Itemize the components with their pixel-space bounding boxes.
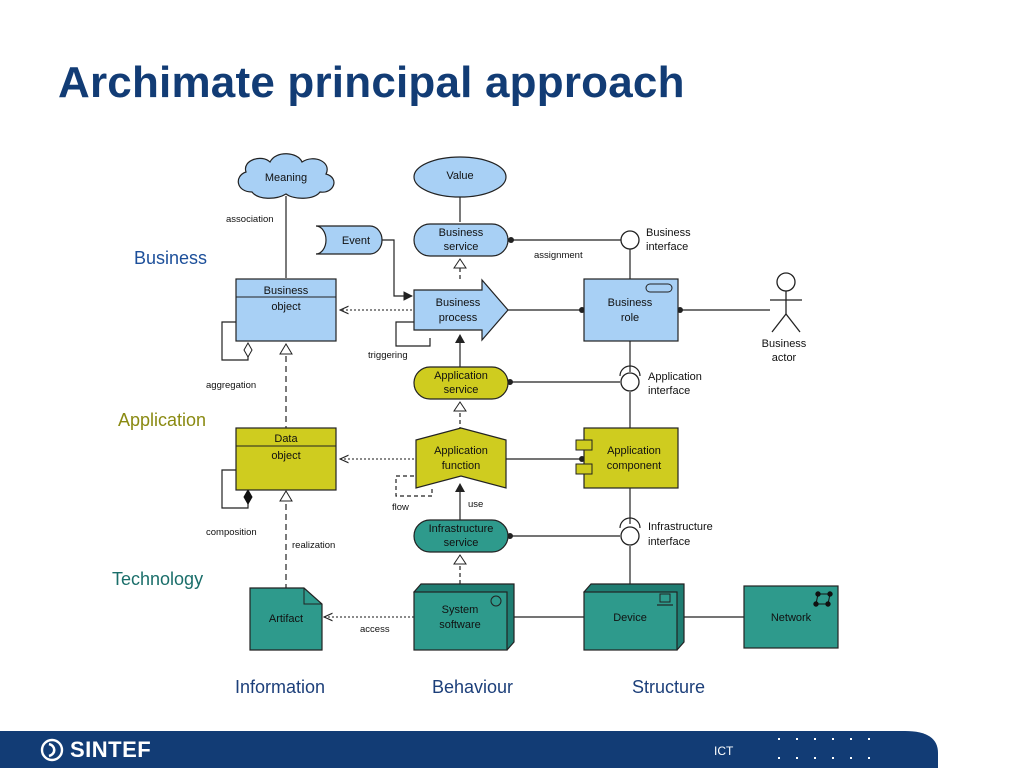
business-service-node: Business service [413,223,509,257]
data-object-label-1: Data [274,433,298,445]
system-software-label-1: System [442,604,479,616]
meaning-node: Meaning [237,153,335,199]
column-label-information: Information [235,677,325,697]
business-process-node: Business process [413,278,509,342]
business-service-label-2: service [444,241,479,253]
application-component-label-2: component [607,460,661,472]
association-label: association [226,214,274,225]
system-software-label-2: software [439,619,481,631]
business-actor-icon [770,272,802,333]
infrastructure-service-node: Infrastructure service [413,519,509,553]
data-object-label-2: object [271,450,300,462]
business-role-node: Business role [583,278,679,342]
business-interface-label-2: interface [646,241,688,253]
network-label: Network [771,612,812,624]
layer-label-technology: Technology [112,569,203,589]
event-node: Event [315,225,383,255]
application-function-node: Application function [415,427,507,489]
meaning-label: Meaning [265,172,307,184]
use-arrowhead-2 [455,483,465,492]
value-node: Value [413,156,507,198]
application-service-node: Application service [413,366,509,400]
role-icon [645,283,673,293]
application-interface-icon [620,372,640,392]
data-object-node: Data object [235,427,337,491]
infrastructure-service-label-1: Infrastructure [429,523,494,535]
realization-arrowhead-3 [453,401,467,412]
assignment-dot [508,237,514,243]
realization-arrowhead-4 [279,490,293,502]
business-interface-label-1: Business [646,227,691,239]
infra-interface-socket [619,517,641,529]
triggering-loop [395,321,431,347]
business-service-label-1: Business [439,227,484,239]
footer-bar [0,731,938,768]
value-label: Value [446,170,473,182]
device-label: Device [613,612,647,624]
business-object-node: Business object [235,278,337,342]
aggregation-label: aggregation [206,380,256,391]
business-object-label-2: object [271,301,300,313]
application-component-node: Application component [575,427,679,489]
use-label: use [468,499,483,510]
component-tab-icon [575,463,593,475]
business-interface-icon [620,230,640,250]
realization-arrowhead-5 [453,554,467,565]
artifact-node: Artifact [249,587,323,651]
device-icon [657,593,673,606]
column-label-structure: Structure [632,677,705,697]
sintef-logo-text: SINTEF [70,737,152,762]
application-interface-label-2: interface [648,385,690,397]
access-label: access [360,624,390,635]
application-function-label-1: Application [434,445,488,457]
infrastructure-interface-icon [620,526,640,546]
business-role-label-1: Business [608,297,653,309]
app-interface-socket [619,365,641,377]
sintef-logo-icon [40,738,64,762]
event-label: Event [342,235,370,247]
composition-diamond [243,488,253,506]
infrastructure-service-label-2: service [444,537,479,549]
flow-loop [395,475,433,497]
realization-label: realization [292,540,335,551]
application-service-label-2: service [444,384,479,396]
network-icon [813,591,833,607]
footer-dots [778,738,870,759]
business-role-label-2: role [621,312,639,324]
application-function-label-2: function [442,460,481,472]
application-service-label-1: Application [434,370,488,382]
flow-label: flow [392,502,409,513]
assignment-label: assignment [534,250,583,261]
use-arrowhead [455,334,465,343]
business-process-label-1: Business [436,297,481,309]
component-tab-icon [575,439,593,451]
layer-label-application: Application [118,410,206,430]
system-software-node: System software [413,583,515,651]
infrastructure-interface-label-2: interface [648,536,690,548]
realization-arrowhead-2 [279,343,293,355]
infrastructure-interface-label-1: Infrastructure [648,521,713,533]
composition-label: composition [206,527,257,538]
aggregation-diamond [243,341,253,359]
business-process-label-2: process [439,312,478,324]
archimate-diagram: Business Application Technology Informat… [112,153,839,697]
artifact-label: Artifact [269,613,303,625]
column-label-behaviour: Behaviour [432,677,513,697]
application-component-label-1: Application [607,445,661,457]
business-actor-label-2: actor [772,352,797,364]
triggering-label: triggering [368,350,408,361]
network-node: Network [743,585,839,649]
footer-unit-label: ICT [714,744,734,758]
realization-arrowhead [453,258,467,269]
slide-title: Archimate principal approach [58,58,685,107]
layer-label-business: Business [134,248,207,268]
business-object-label-1: Business [264,285,309,297]
business-actor-label-1: Business [762,338,807,350]
system-software-icon [490,595,502,607]
device-node: Device [583,583,685,651]
application-interface-label-1: Application [648,371,702,383]
triggering-line [376,239,413,301]
